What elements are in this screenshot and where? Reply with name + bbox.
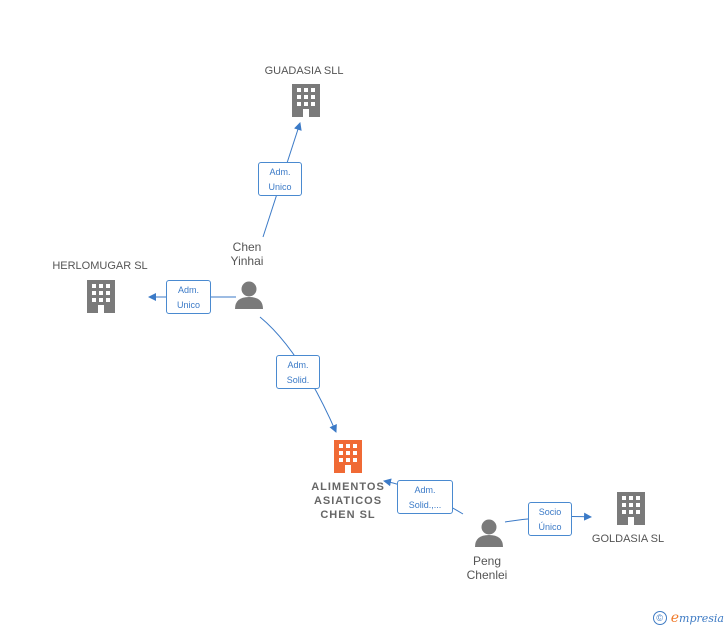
person-label-line: Chenlei	[466, 568, 508, 582]
brand-logo-text: mpresia	[679, 612, 724, 625]
person-label-chen[interactable]: Chen Yinhai	[217, 240, 277, 268]
person-label-peng[interactable]: Peng Chenlei	[457, 554, 517, 582]
company-label-guadasia[interactable]: GUADASIA SLL	[264, 65, 344, 77]
company-label-line: CHEN SL	[320, 509, 376, 521]
person-label-line: Peng	[472, 554, 502, 568]
edge-label-line: Único	[538, 522, 562, 532]
edge-label-line: Solid.,...	[408, 500, 442, 510]
edge-label-line: Unico	[176, 300, 200, 310]
person-label-line: Chen	[232, 240, 262, 254]
edge-label-line: Unico	[268, 182, 292, 192]
brand-logo: empresia	[671, 610, 724, 626]
edge-label-line: Adm.	[414, 485, 436, 495]
company-label-alimentos[interactable]: ALIMENTOS ASIATICOS CHEN SL	[296, 480, 400, 522]
edge-label-line: Adm.	[269, 167, 291, 177]
building-icon[interactable]	[87, 280, 115, 313]
company-label-herlomugar[interactable]: HERLOMUGAR SL	[52, 260, 148, 272]
brand-logo-initial: e	[670, 610, 680, 626]
company-label-goldasia[interactable]: GOLDASIA SL	[591, 533, 665, 545]
edge-label-chen-alimentos[interactable]: Adm. Solid.	[276, 355, 320, 389]
edge-label-line: Adm.	[177, 285, 199, 295]
company-label-line: ASIATICOS	[313, 495, 383, 507]
footer-brand[interactable]: © empresia	[652, 610, 724, 626]
edge-label-peng-alimentos[interactable]: Adm. Solid.,...	[397, 480, 453, 514]
edge-label-chen-guadasia[interactable]: Adm. Unico	[258, 162, 302, 196]
edge-label-line: Socio	[538, 507, 562, 517]
building-icon[interactable]	[292, 84, 320, 117]
person-icon[interactable]	[475, 519, 503, 548]
building-icon[interactable]	[617, 492, 645, 525]
building-icon[interactable]	[334, 440, 362, 473]
edge-label-line: Adm.	[287, 360, 309, 370]
edge-label-peng-goldasia[interactable]: Socio Único	[528, 502, 572, 536]
person-icon[interactable]	[235, 281, 263, 310]
edge-label-line: Solid.	[286, 375, 310, 385]
company-label-line: ALIMENTOS	[311, 481, 385, 493]
person-label-line: Yinhai	[230, 254, 264, 268]
copyright-icon: ©	[652, 611, 667, 625]
edge-label-chen-herlomugar[interactable]: Adm. Unico	[166, 280, 211, 314]
